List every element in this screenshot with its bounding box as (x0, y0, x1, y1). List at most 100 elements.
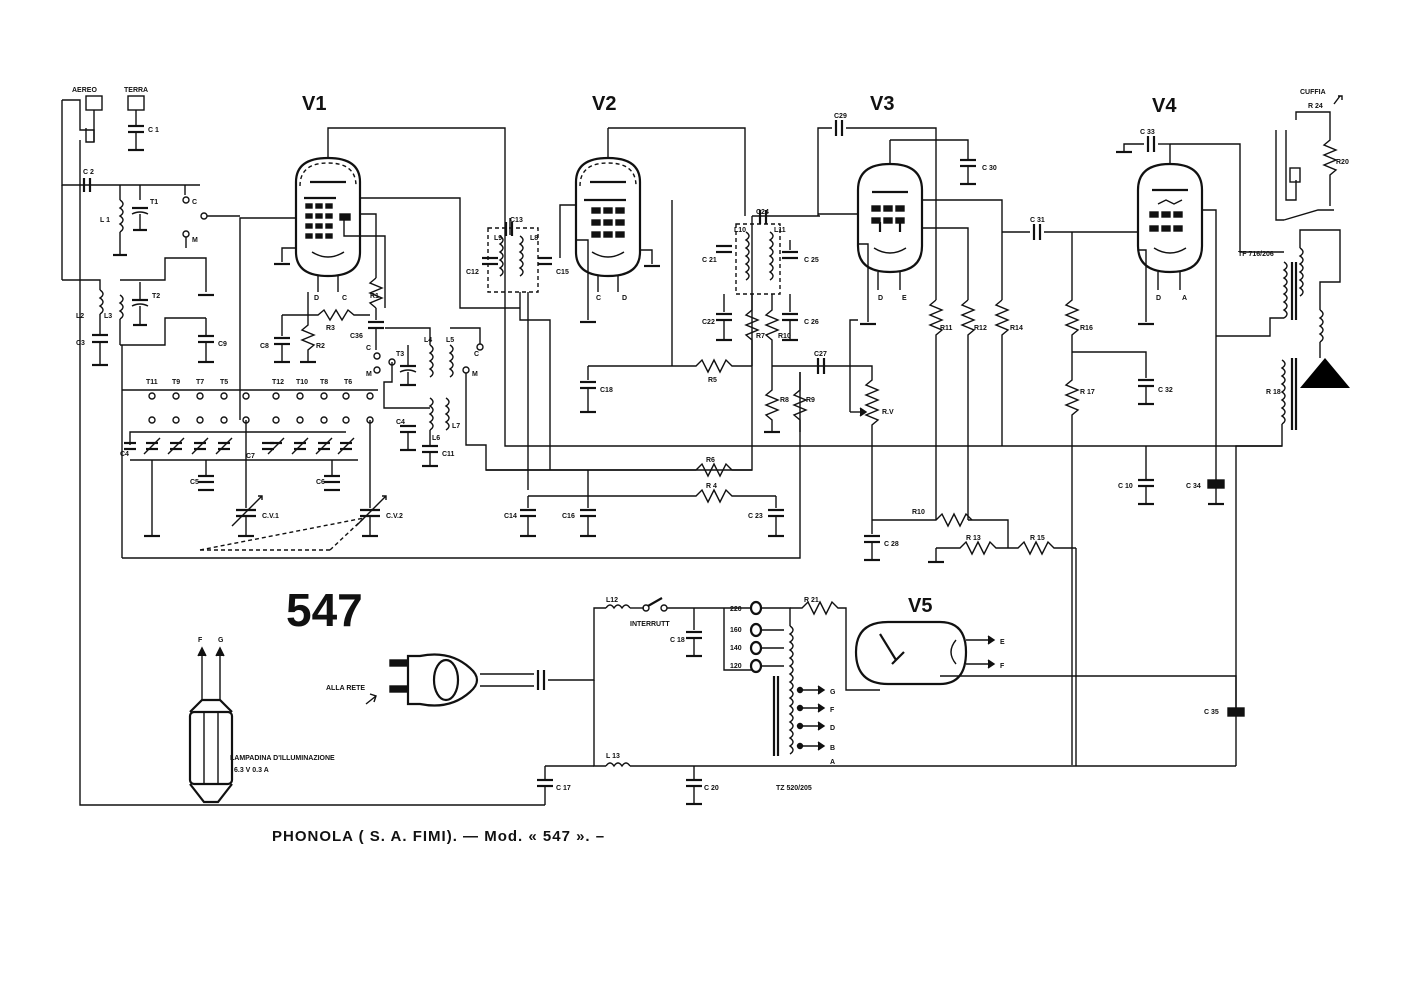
svg-text:C4: C4 (396, 419, 405, 426)
svg-text:R 24: R 24 (1308, 103, 1323, 110)
svg-text:R9: R9 (806, 397, 815, 404)
svg-text:L12: L12 (606, 597, 618, 604)
oscillator-section: C M L4 L5 T3 C M L7 L6 C4 C11 (366, 216, 753, 471)
svg-text:C 28: C 28 (884, 541, 899, 548)
svg-text:T5: T5 (220, 379, 228, 386)
svg-text:C 23: C 23 (748, 513, 763, 520)
svg-text:T2: T2 (152, 293, 160, 300)
v1-tube: V1 D C (239, 93, 520, 420)
avc-network: R5 C18 R6 R 4 C14 C16 C 23 (486, 200, 784, 538)
svg-text:T1: T1 (150, 199, 158, 206)
svg-text:A: A (830, 759, 835, 766)
svg-text:T12: T12 (272, 379, 284, 386)
svg-text:160: 160 (730, 627, 742, 634)
svg-text:C 35: C 35 (1204, 709, 1219, 716)
svg-text:C 20: C 20 (704, 785, 719, 792)
v3-load-resistors: R11 R12 R14 R 13 R 15 (928, 299, 1076, 564)
v4-label: V4 (1152, 95, 1177, 117)
svg-text:G: G (218, 637, 224, 644)
svg-text:L3: L3 (104, 313, 112, 320)
v3-tube: V3 D E C29 C 30 (817, 93, 1003, 326)
svg-text:B: B (830, 745, 835, 752)
svg-text:C: C (596, 295, 601, 302)
svg-text:C5: C5 (190, 479, 199, 486)
svg-text:INTERRUTT: INTERRUTT (630, 621, 670, 628)
svg-text:C24: C24 (756, 209, 769, 216)
svg-text:C9: C9 (218, 341, 227, 348)
svg-text:6.3 V 0.3 A: 6.3 V 0.3 A (234, 767, 269, 774)
svg-text:C16: C16 (562, 513, 575, 520)
svg-text:C 32: C 32 (1158, 387, 1173, 394)
svg-text:L9: L9 (494, 235, 502, 242)
svg-text:D: D (830, 725, 835, 732)
svg-text:R 4: R 4 (706, 483, 717, 490)
volume-control: R.V R10 C 28 (830, 319, 973, 562)
svg-text:C22: C22 (702, 319, 715, 326)
svg-text:R3: R3 (326, 325, 335, 332)
svg-text:R6: R6 (706, 457, 715, 464)
svg-text:C 21: C 21 (702, 257, 717, 264)
svg-text:D: D (878, 295, 883, 302)
svg-text:T6: T6 (344, 379, 352, 386)
svg-text:R1: R1 (370, 293, 379, 300)
svg-text:R10: R10 (778, 333, 791, 340)
c2-capacitor: C 2 (82, 169, 94, 192)
svg-text:C 1: C 1 (148, 127, 159, 134)
svg-text:C 31: C 31 (1030, 217, 1045, 224)
svg-text:R 13: R 13 (966, 535, 981, 542)
svg-text:M: M (472, 371, 478, 378)
svg-text:M: M (366, 371, 372, 378)
svg-text:C8: C8 (260, 343, 269, 350)
svg-text:C: C (192, 199, 197, 206)
svg-text:D: D (314, 295, 319, 302)
band-switch-bank-left: T11 T9 T7 T5 T12 T10 T8 T6 (120, 345, 801, 559)
pilot-lamp: F G LAMPADINA D'ILLUMINAZIONE 6.3 V 0.3 … (188, 637, 335, 804)
svg-text:C 2: C 2 (83, 169, 94, 176)
svg-text:R 17: R 17 (1080, 389, 1095, 396)
output-stage: CUFFIA R 24 R20 TF 716/206 R 18 (1216, 89, 1350, 708)
antenna-section: AEREO TERRA C 1 (61, 87, 545, 806)
svg-text:L 13: L 13 (606, 753, 620, 760)
svg-text:C 33: C 33 (1140, 129, 1155, 136)
svg-text:C 18: C 18 (670, 637, 685, 644)
if-transformer-2: C24 L10 L11 C 21 C22 C 25 C 26 R7 R10 C2… (702, 209, 830, 434)
v2-tube: V2 C D (559, 93, 746, 324)
svg-text:R10: R10 (912, 509, 925, 516)
svg-text:R7: R7 (756, 333, 765, 340)
svg-text:C3: C3 (76, 340, 85, 347)
svg-text:C.V.1: C.V.1 (262, 513, 279, 520)
svg-text:E: E (1000, 639, 1005, 646)
svg-text:C14: C14 (504, 513, 517, 520)
svg-text:L8: L8 (530, 235, 538, 242)
svg-text:C: C (342, 295, 347, 302)
if-transformer-1: C13 L9 L8 C12 C15 (466, 217, 569, 490)
svg-text:C13: C13 (510, 217, 523, 224)
v5-label: V5 (908, 595, 932, 617)
terra-label: TERRA (124, 87, 148, 94)
svg-text:L5: L5 (446, 337, 454, 344)
svg-text:140: 140 (730, 645, 742, 652)
svg-text:C 30: C 30 (982, 165, 997, 172)
svg-text:CUFFIA: CUFFIA (1300, 89, 1326, 96)
v1-label: V1 (302, 93, 326, 115)
schematic-caption: PHONOLA ( S. A. FIMI). — Mod. « 547 ». – (272, 828, 606, 845)
l1-coil: L 1 T1 (100, 185, 158, 257)
svg-text:C 17: C 17 (556, 785, 571, 792)
svg-text:T11: T11 (146, 379, 158, 386)
aereo-label: AEREO (72, 87, 97, 94)
l2-l3-coils: L2 L3 C3 T2 C9 (62, 257, 227, 367)
svg-text:R 18: R 18 (1266, 389, 1281, 396)
svg-text:T10: T10 (296, 379, 308, 386)
svg-text:M: M (192, 237, 198, 244)
svg-text:L7: L7 (452, 423, 460, 430)
svg-text:L6: L6 (432, 435, 440, 442)
svg-text:D: D (622, 295, 627, 302)
svg-text:C: C (366, 345, 371, 352)
svg-text:R20: R20 (1336, 159, 1349, 166)
svg-text:A: A (1182, 295, 1187, 302)
wave-switch-1: C M (182, 185, 240, 248)
svg-text:ALLA RETE: ALLA RETE (326, 685, 365, 692)
svg-text:G: G (830, 689, 836, 696)
svg-text:D: D (1156, 295, 1161, 302)
